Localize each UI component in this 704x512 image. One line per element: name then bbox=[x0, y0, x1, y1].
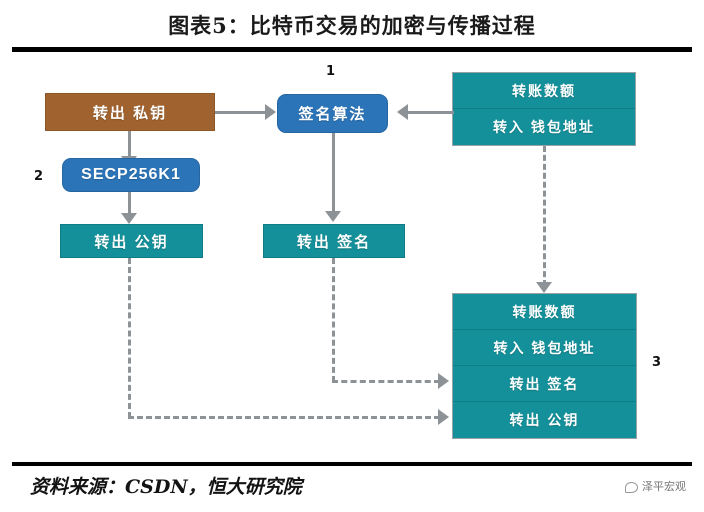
tx-output-row-signature: 转出 签名 bbox=[453, 366, 636, 402]
arrowhead-secp-publickey bbox=[121, 213, 137, 224]
title-divider-top bbox=[12, 47, 692, 52]
connector-privatekey-signalgo bbox=[215, 111, 267, 114]
arrowhead-txinput-signalgo bbox=[397, 104, 408, 120]
connector-signalgo-signature bbox=[332, 133, 335, 213]
arrowhead-txinput-txoutput bbox=[536, 282, 552, 293]
tx-output-row-address: 转入 钱包地址 bbox=[453, 330, 636, 366]
tx-input-row-address: 转入 钱包地址 bbox=[493, 119, 595, 135]
node-sign-algorithm[interactable]: 签名算法 bbox=[277, 94, 388, 133]
connector-publickey-dash-horizontal bbox=[128, 416, 440, 419]
diagram-canvas: 1 2 3 转出 私钥 SECP256K1 转出 公钥 签名算法 转出 签名 bbox=[0, 52, 704, 460]
node-secp256k1[interactable]: SECP256K1 bbox=[62, 158, 200, 192]
connector-txinput-txoutput-dash bbox=[543, 146, 546, 286]
arrowhead-privatekey-signalgo bbox=[265, 104, 276, 120]
watermark-label: 泽平宏观 bbox=[642, 481, 686, 493]
tx-output-row-publickey: 转出 公钥 bbox=[509, 412, 580, 428]
watermark: 泽平宏观 bbox=[625, 478, 686, 494]
connector-txinput-signalgo bbox=[408, 111, 454, 114]
connector-publickey-dash-vertical bbox=[128, 258, 131, 418]
node-private-key[interactable]: 转出 私钥 bbox=[45, 93, 215, 131]
arrowhead-signalgo-signature bbox=[325, 211, 341, 222]
node-signature[interactable]: 转出 签名 bbox=[263, 224, 405, 258]
step-number-2: 2 bbox=[34, 169, 44, 184]
connector-signature-dash-horizontal bbox=[332, 380, 440, 383]
tx-output-box[interactable]: 转账数额 转入 钱包地址 转出 签名 转出 公钥 bbox=[452, 293, 637, 439]
tx-input-box[interactable]: 转账数额 转入 钱包地址 bbox=[452, 72, 636, 146]
tx-input-row-amount: 转账数额 bbox=[453, 73, 635, 109]
footer-divider bbox=[12, 462, 692, 466]
step-number-1: 1 bbox=[326, 64, 336, 79]
arrowhead-signature-txoutput bbox=[438, 373, 449, 389]
tx-output-row-amount: 转账数额 bbox=[453, 294, 636, 330]
page-title: 图表5：比特币交易的加密与传播过程 bbox=[168, 13, 536, 38]
source-note: 资料来源：CSDN，恒大研究院 bbox=[30, 476, 302, 498]
arrowhead-publickey-txoutput bbox=[438, 409, 449, 425]
node-public-key[interactable]: 转出 公钥 bbox=[60, 224, 203, 258]
watermark-logo-icon bbox=[625, 480, 638, 493]
connector-signature-dash-vertical bbox=[332, 258, 335, 382]
step-number-3: 3 bbox=[652, 355, 662, 370]
connector-secp-publickey bbox=[128, 192, 131, 215]
connector-privatekey-secp bbox=[128, 131, 131, 158]
